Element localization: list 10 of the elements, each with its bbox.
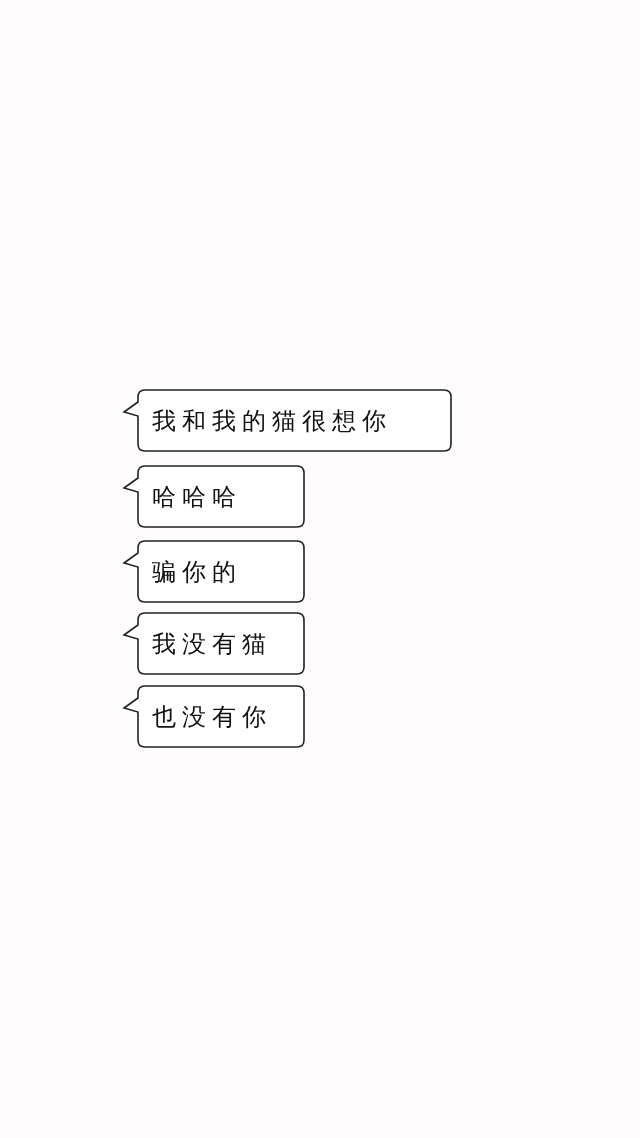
speech-bubble: [122, 465, 305, 528]
message-text: 也没有你: [152, 701, 272, 733]
message-text: 哈哈哈: [152, 481, 242, 513]
message-text: 骗你的: [152, 556, 242, 588]
message-text: 我和我的猫很想你: [152, 405, 392, 437]
speech-bubble: [122, 685, 305, 748]
speech-bubble: [122, 612, 305, 675]
message-text: 我没有猫: [152, 628, 272, 660]
speech-bubble: [122, 389, 452, 452]
speech-bubble: [122, 540, 305, 603]
